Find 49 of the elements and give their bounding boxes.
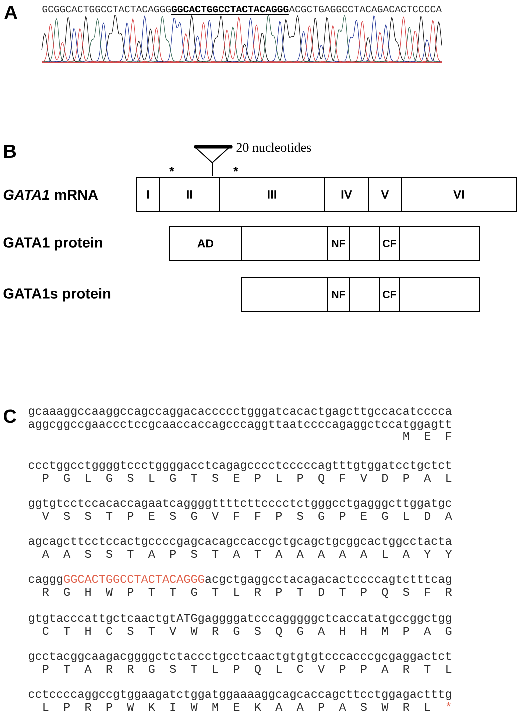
amino-acid-sequence: M E F [404,432,452,440]
nucleotide-sequence: gcctacggcaagacggggctctaccctgcctcaactgtgtgtcccacccgcgaggactct [29,652,452,662]
row-label: GATA1 mRNA [4,190,98,200]
nucleotide-sequence: agcagcttcctccactgccccgagcacagccaccgctgcagctgcggcactggcctacta [28,537,452,548]
nucleotide-sequence: ccctggcctggggtccctggggacctcagagcccctcccccagtttgtggatcctgctct [28,461,452,472]
domain-box: NF [327,226,350,262]
protein-segment [241,277,328,312]
amino-acid-sequence: C T H C S T V W R G S Q G A H H M P A G [42,627,452,638]
asterisk: * [234,167,239,172]
nucleotide-sequence: gtgtacccattgctcaactgtATGgaggggatcccagggggctcaccatatgccggctgg [29,614,452,624]
panel-label: B [4,144,16,158]
domain-box: CF [379,226,400,262]
panel-label: A [4,6,18,19]
protein-segment [399,277,480,312]
amino-acid-sequence: R G H W P T T G T L R P T D T P Q S F R [43,588,452,598]
protein-segment [241,226,328,262]
domain-box: CF [379,277,400,312]
sequence-text: ACGCTGAGGCCTACAGACACTCCCCA [289,6,442,13]
nucleotide-sequence: gcaaaggccaaggccagccaggacaccccctgggatcacactgagcttgccacatcccca [29,407,452,418]
row-label: GATA1s protein [4,288,111,302]
asterisk: * [170,167,175,172]
exon-box: I [136,177,160,212]
exon-box: III [219,177,326,212]
row-label: GATA1 protein [4,237,102,251]
sequence-text: GCGGCACTGGCCTACTACAGGG [42,6,171,13]
duplicated-sequence: GGCACTGGCCTACTACAGGG [172,6,289,13]
protein-segment [349,226,380,262]
protein-segment [349,277,380,312]
exon-box: II [159,177,220,212]
protein-segment [399,226,480,262]
amino-acid-sequence: A A S S T A P S T A T A A A A A L A Y Y [42,550,452,558]
nucleotide-sequence: aggcggccgaaccctccgcaaccaccagcccaggttaatccccagaggctccatggagtt [28,420,452,430]
duplicated-sequence: GGCACTGGCCTACTACAGGG [64,575,204,584]
nucleotide-sequence: caggg [28,576,63,586]
amino-acid-sequence: L P R P W K I W M E K A A P A S W R L [44,703,430,712]
amino-acid-sequence: V S S T P E S G V F F P S G P E G L D A [42,512,452,520]
nucleotide-sequence: acgctgaggcctacagacactccccagtctttcag [206,575,452,586]
nucleotide-sequence: cctccccaggccgtggaagatctggatggaaaaggcagcaccagcttcctggagactttg [28,690,452,700]
exon-box: IV [324,177,370,212]
exon-box: VI [401,177,518,212]
domain-box: NF [327,277,350,312]
amino-acid-sequence: P T A R R G S T L P Q L C V P P A R T L [43,665,452,676]
panel-label: C [4,410,16,424]
amino-acid-sequence: P G L G S L G T S E P L P Q F V D P A L [43,474,452,484]
insertion-label: 20 nucleotides [236,142,312,152]
domain-box: AD [169,226,242,262]
nucleotide-sequence: ggtgtcctccacaccagaatcaggggttttcttcccctctgggcctgagggcttggatgc [29,499,452,510]
exon-box: V [368,177,402,212]
stop-codon-mark: * [446,702,451,707]
